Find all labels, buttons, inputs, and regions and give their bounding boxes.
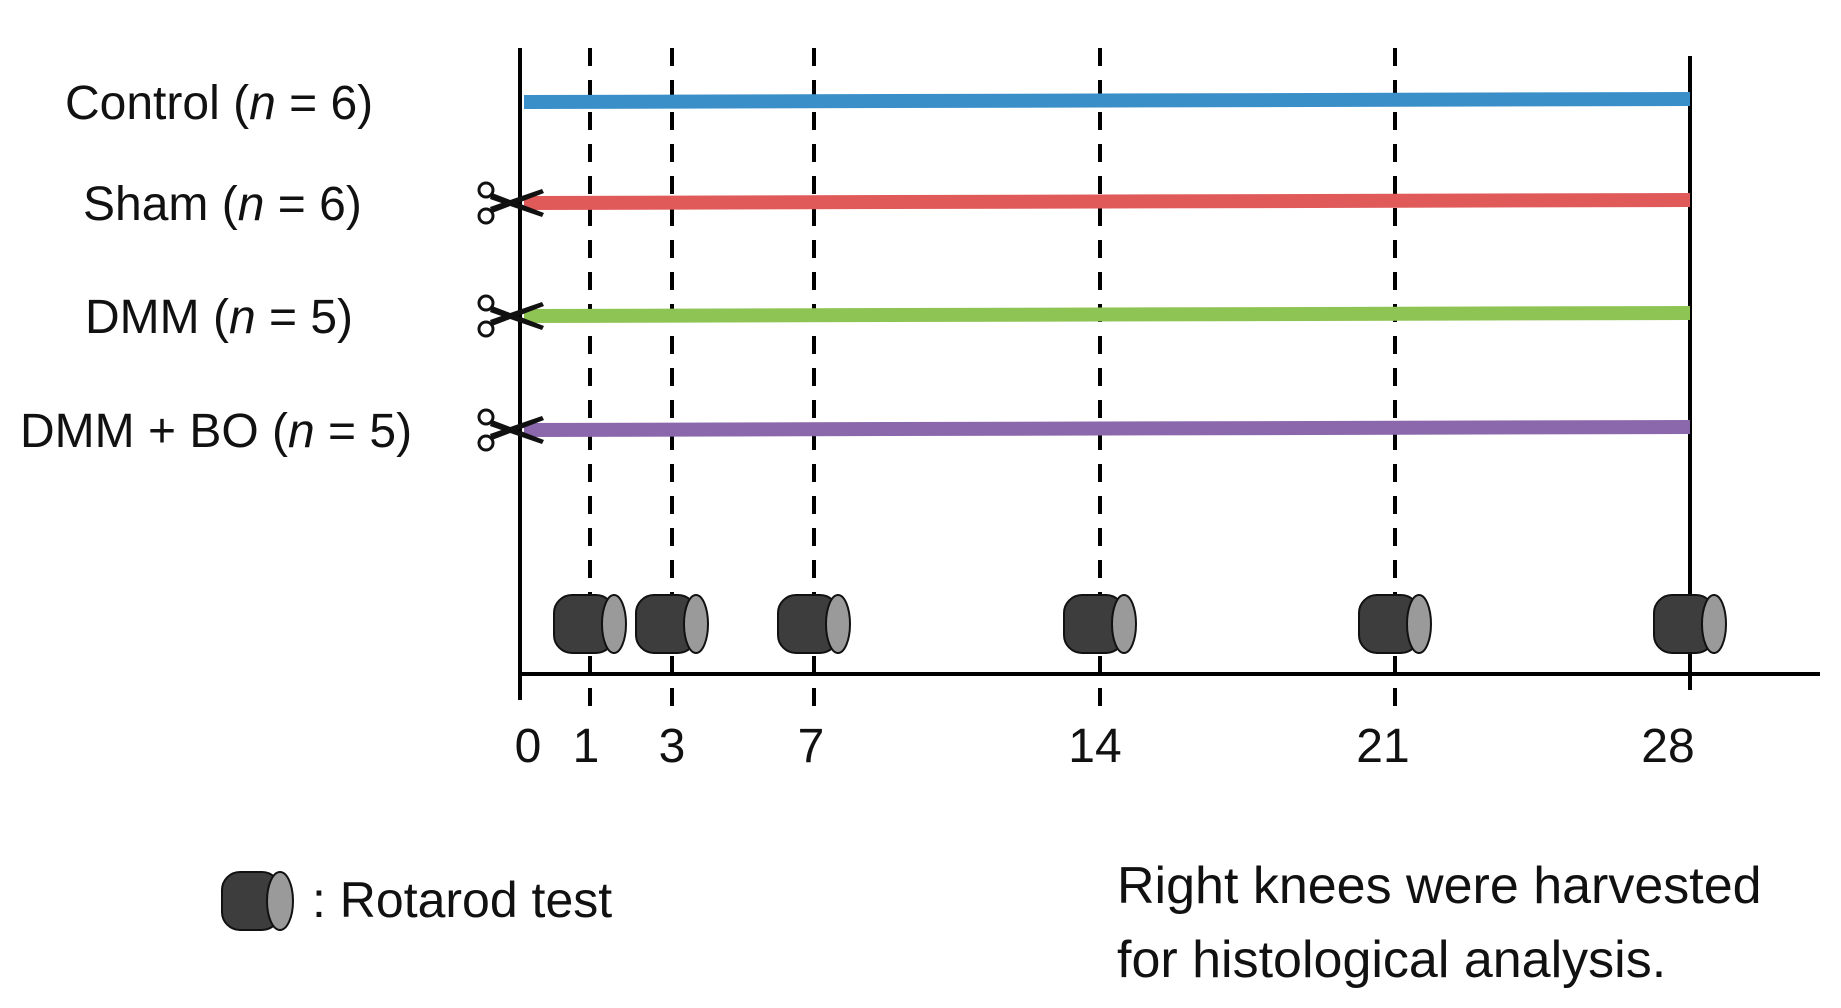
group-name: DMM + BO (20, 405, 272, 458)
group-n-value: = 5) (315, 405, 412, 458)
day-dashed-lines (588, 48, 1397, 712)
group-n-open: ( (233, 77, 249, 130)
note-line-1: Right knees were harvested (1117, 857, 1762, 915)
group-name: Control (65, 77, 233, 130)
rotarod-test-markers (553, 594, 1727, 654)
day-label-28: 28 (1641, 720, 1694, 773)
group-label-0: Control (n = 6) (65, 77, 373, 130)
rotarod-cylinder-day-28 (1653, 594, 1727, 654)
day-label-7: 7 (798, 720, 825, 773)
group-n-symbol: n (229, 291, 256, 344)
group-n-symbol: n (249, 77, 276, 130)
group-bar-0 (523, 92, 1691, 109)
group-n-symbol: n (288, 405, 315, 458)
day-label-14: 14 (1068, 720, 1121, 773)
rotarod-cylinder-day-7 (777, 594, 851, 654)
scissors-icon (477, 294, 544, 338)
harvest-note: Right knees were harvested for histologi… (1117, 857, 1762, 989)
group-n-open: ( (213, 291, 229, 344)
group-labels: Control (n = 6)Sham (n = 6)DMM (n = 5)DM… (20, 77, 412, 458)
group-label-3: DMM + BO (n = 5) (20, 405, 412, 458)
rotarod-cylinder-day-1 (553, 594, 627, 654)
group-n-open: ( (272, 405, 288, 458)
group-n-value: = 5) (256, 291, 353, 344)
group-bar-2 (523, 306, 1691, 323)
group-name: DMM (85, 291, 213, 344)
scissors-icon (477, 181, 544, 225)
cylinder-icon (221, 871, 294, 931)
surgery-markers (477, 181, 544, 452)
legend: : Rotarod test (221, 871, 612, 931)
rotarod-cylinder-day-21 (1358, 594, 1432, 654)
group-n-open: ( (222, 178, 238, 231)
group-n-value: = 6) (276, 77, 373, 130)
scissors-icon (477, 408, 544, 452)
note-line-2: for histological analysis. (1117, 931, 1666, 989)
day-label-3: 3 (659, 720, 686, 773)
group-label-1: Sham (n = 6) (83, 178, 362, 231)
group-n-symbol: n (238, 178, 265, 231)
group-bars (523, 92, 1691, 437)
day-label-1: 1 (573, 720, 600, 773)
day-label-21: 21 (1356, 720, 1409, 773)
group-label-2: DMM (n = 5) (85, 291, 353, 344)
rotarod-cylinder-day-14 (1063, 594, 1137, 654)
group-n-value: = 6) (264, 178, 361, 231)
day-label-0: 0 (515, 720, 542, 773)
rotarod-cylinder-day-3 (635, 594, 709, 654)
group-bar-1 (523, 193, 1691, 210)
legend-label: : Rotarod test (312, 872, 612, 928)
group-name: Sham (83, 178, 222, 231)
group-bar-3 (523, 420, 1691, 437)
